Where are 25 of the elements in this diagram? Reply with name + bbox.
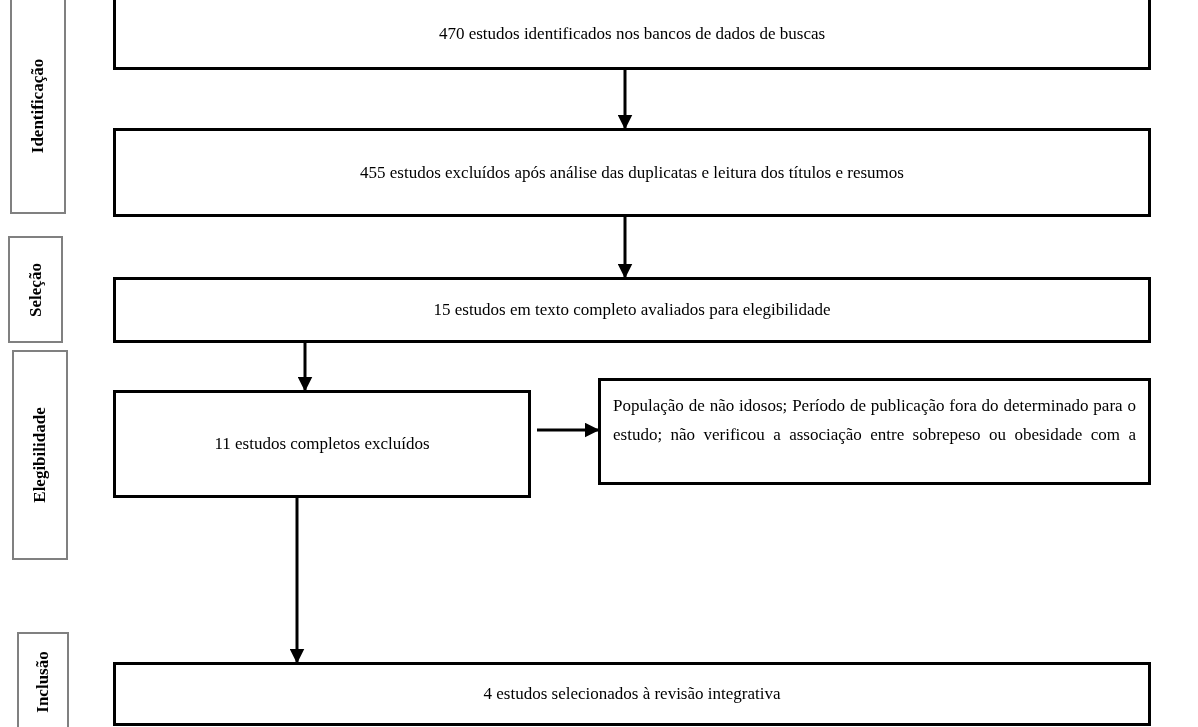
stage-label: Elegibilidade <box>30 407 50 503</box>
stage-label-box <box>12 350 68 560</box>
process-box <box>113 0 1151 70</box>
stage-label-box <box>8 236 63 343</box>
box-text: População de não idosos; Período de publicação fora do determinado para o estudo; não verificou a associação entre sobrepeso ou obesidade com a <box>612 395 1137 446</box>
stage-label: Inclusão <box>33 651 53 713</box>
process-box <box>113 277 1151 343</box>
stage-label: Identificação <box>28 58 48 154</box>
process-box <box>598 378 1151 485</box>
arrow <box>537 422 600 438</box>
arrow <box>297 343 313 392</box>
stage-label-box <box>10 0 66 214</box>
box-text: 455 estudos excluídos após análise das duplicatas e leitura dos títulos e resumos <box>360 162 904 183</box>
process-box <box>113 662 1151 726</box>
box-text: 470 estudos identificados nos bancos de dados de buscas <box>438 23 826 44</box>
arrow <box>617 217 633 279</box>
stage-label-box <box>17 632 69 727</box>
process-box <box>113 128 1151 217</box>
box-text: 15 estudos em texto completo avaliados para elegibilidade <box>433 300 831 320</box>
box-text: 4 estudos selecionados à revisão integrativa <box>483 684 781 704</box>
box-text: 11 estudos completos excluídos <box>214 434 430 454</box>
arrow <box>617 70 633 130</box>
stage-label: Seleção <box>25 262 46 317</box>
process-box <box>113 390 531 498</box>
arrow <box>289 498 305 664</box>
